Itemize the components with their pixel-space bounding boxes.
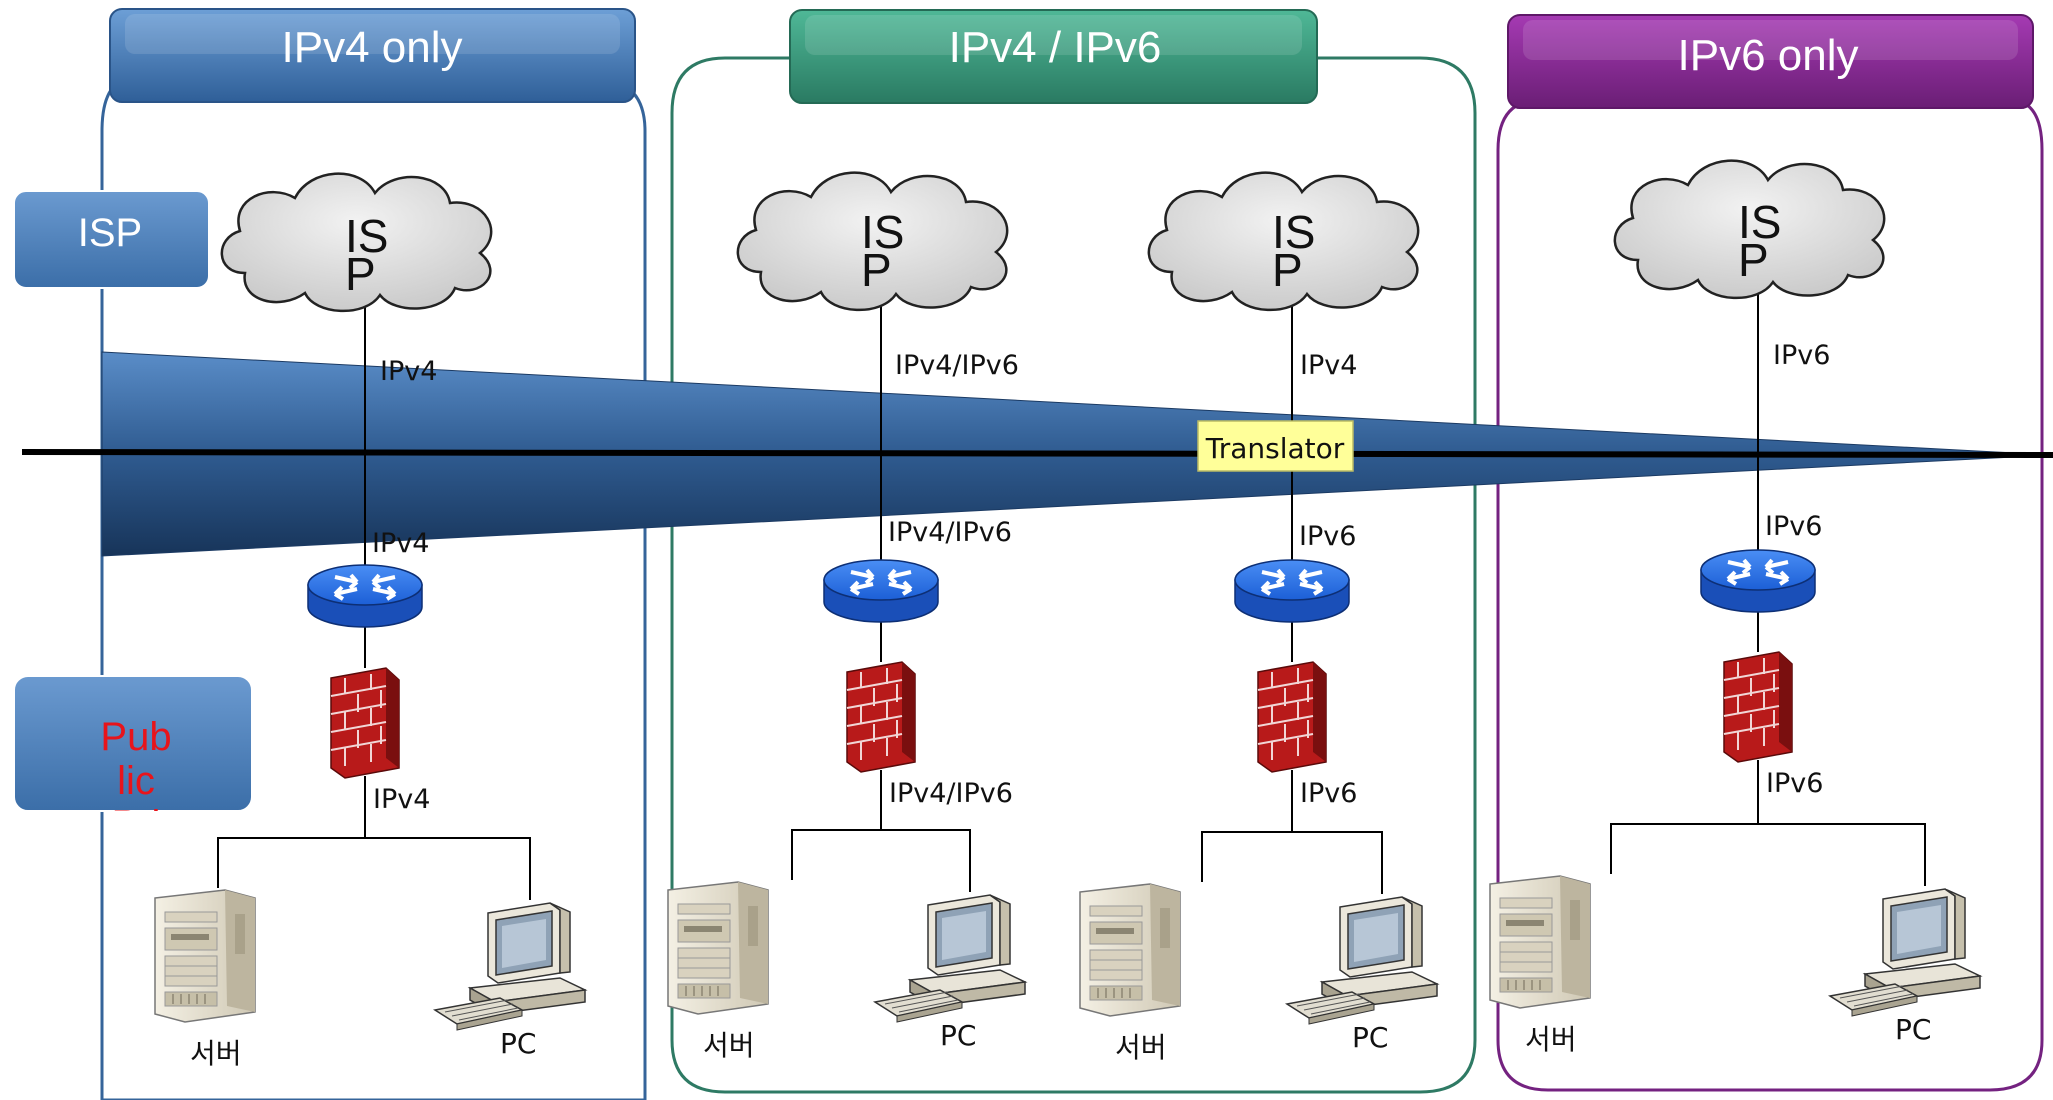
column-header-ipv4-only: IPv4 only	[109, 8, 636, 103]
server-label: 서버	[1525, 1023, 1577, 1056]
pc-icon	[1829, 888, 1981, 1017]
router-icon	[306, 563, 424, 629]
isp-boundary-line	[21, 449, 2053, 458]
lan-bus	[1201, 831, 1383, 894]
lower-link-label: IPv4/IPv6	[888, 517, 1012, 548]
firewall-icon	[330, 667, 400, 779]
pc-label: PC	[1352, 1021, 1388, 1054]
firewall-icon	[1723, 651, 1793, 763]
translator-label: Translator	[1205, 432, 1345, 465]
firewall-icon	[846, 661, 916, 773]
column-header-dual-stack: IPv4 / IPv6	[789, 9, 1318, 104]
router-icon	[1233, 558, 1351, 624]
ipv6-only-frame	[1496, 98, 2044, 1092]
lan-bus	[791, 829, 971, 892]
column-title-ipv6-only: IPv6 only	[1678, 31, 1859, 80]
router-icon	[822, 558, 940, 624]
lan-bus	[1610, 823, 1926, 886]
firewall-icon	[1257, 661, 1327, 773]
side-label-isp-text: ISP	[78, 211, 142, 255]
upper-link-label: IPv4	[1300, 350, 1357, 381]
lower-link-label: IPv4	[372, 528, 429, 559]
side-label-isp: ISP	[13, 190, 210, 289]
upper-link-label: IPv4/IPv6	[895, 350, 1019, 381]
column-title-ipv4-only: IPv4 only	[282, 23, 463, 72]
pc-label: PC	[1895, 1013, 1931, 1046]
pc-icon	[434, 902, 586, 1031]
lan-link-label: IPv4/IPv6	[889, 778, 1013, 809]
server-icon	[154, 889, 256, 1023]
column-header-ipv6-only: IPv6 only	[1507, 14, 2034, 109]
lan-bus	[217, 837, 531, 900]
pc-icon	[1286, 896, 1438, 1025]
lan-link-label: IPv6	[1766, 768, 1823, 799]
server-icon	[1489, 875, 1591, 1009]
server-label: 서버	[703, 1029, 755, 1062]
server-label: 서버	[1115, 1031, 1167, 1064]
pc-icon	[874, 894, 1026, 1023]
server-icon	[667, 881, 769, 1015]
lan-link-label: IPv4	[373, 784, 430, 815]
lower-link-label: IPv6	[1299, 521, 1356, 552]
upper-link-label: IPv4	[380, 356, 437, 387]
server-label: 서버	[190, 1037, 242, 1070]
translator-box: Translator	[1197, 420, 1354, 472]
column-title-dual-stack: IPv4 / IPv6	[949, 23, 1162, 72]
upper-link-label: IPv6	[1773, 340, 1830, 371]
pc-label: PC	[500, 1027, 536, 1060]
lower-link-label: IPv6	[1765, 511, 1822, 542]
router-icon	[1699, 548, 1817, 614]
dual-stack-frame	[670, 56, 1477, 1094]
pc-label: PC	[940, 1019, 976, 1052]
lan-link-label: IPv6	[1300, 778, 1357, 809]
server-icon	[1079, 883, 1181, 1017]
